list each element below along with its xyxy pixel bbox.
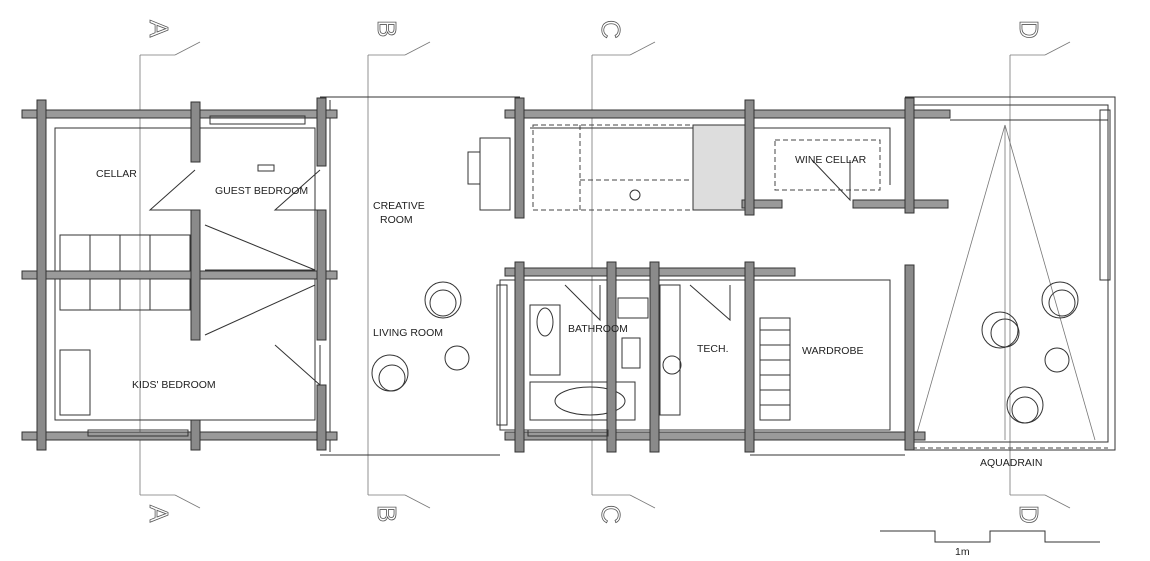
label-bathroom: BATHROOM bbox=[568, 323, 628, 335]
section-a-top: A bbox=[144, 20, 174, 38]
label-guest-bedroom: GUEST BEDROOM bbox=[215, 185, 308, 197]
label-creative-room-2: ROOM bbox=[380, 214, 413, 226]
label-tech: TECH. bbox=[697, 343, 729, 355]
terrace bbox=[912, 109, 1111, 449]
label-creative-room-1: CREATIVE bbox=[373, 200, 425, 212]
bathroom-fixtures bbox=[496, 284, 682, 426]
section-b-top: B bbox=[372, 20, 402, 37]
living-room-furniture bbox=[59, 137, 511, 416]
label-wine-cellar: WINE CELLAR bbox=[795, 154, 867, 166]
label-aquadrain: AQUADRAIN bbox=[980, 457, 1042, 469]
label-kids-bedroom: KIDS' BEDROOM bbox=[132, 379, 216, 391]
section-d-top: D bbox=[1014, 20, 1044, 39]
label-cellar: CELLAR bbox=[96, 168, 137, 180]
section-b-bottom: B bbox=[372, 505, 402, 522]
label-living-room: LIVING ROOM bbox=[373, 327, 443, 339]
scale-bar: 1m bbox=[880, 530, 1100, 558]
wardrobe-shelves bbox=[759, 317, 791, 421]
section-d-bottom: D bbox=[1014, 505, 1044, 524]
scale-label: 1m bbox=[955, 546, 970, 558]
section-c-top: C bbox=[596, 20, 626, 39]
label-wardrobe: WARDROBE bbox=[802, 345, 863, 357]
section-markers: A B C D A B C D bbox=[144, 20, 1045, 525]
section-a-bottom: A bbox=[144, 505, 174, 523]
wine-cellar-shelves bbox=[774, 139, 881, 191]
room-labels: CELLAR GUEST BEDROOM CREATIVE ROOM WINE … bbox=[96, 154, 1042, 469]
section-c-bottom: C bbox=[596, 505, 626, 524]
log-walls bbox=[21, 97, 951, 453]
